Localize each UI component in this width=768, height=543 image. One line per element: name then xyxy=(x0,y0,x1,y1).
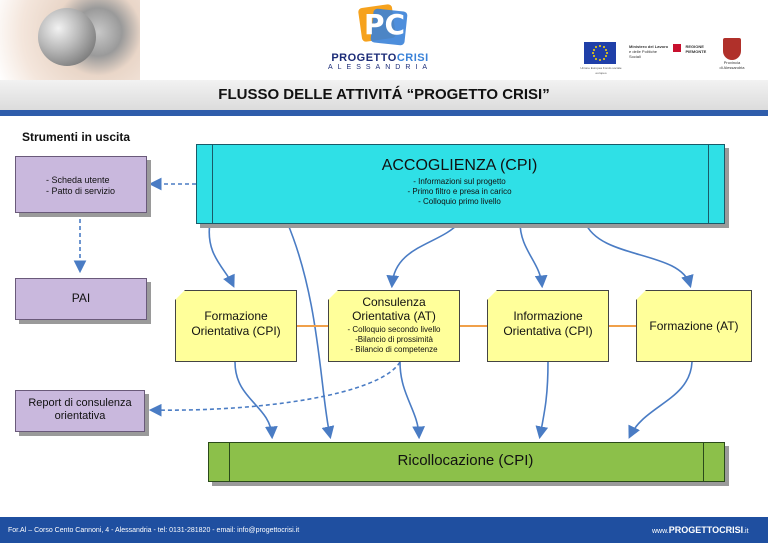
footer-url-prefix: www. xyxy=(652,528,669,535)
informazione-cpi-line-1: Informazione xyxy=(513,309,583,323)
arrow-acc-to-form-cpi xyxy=(208,221,235,288)
arrow-acc-to-form-at xyxy=(584,221,694,289)
ministero-line-2: e delle Politiche Sociali xyxy=(629,49,658,59)
provincia-line-2: di Alessandria xyxy=(719,65,745,70)
arrow-cons-to-ric xyxy=(399,361,426,440)
footer-bar xyxy=(0,517,768,543)
consulenza-line-2: -Bilancio di prossimità xyxy=(355,335,433,344)
logo-mark-icon: PC xyxy=(350,3,410,48)
formazione-cpi-box: Formazione Orientativa (CPI) xyxy=(175,290,297,362)
accoglienza-line-3: - Colloquio primo livello xyxy=(418,197,501,206)
accoglienza-line-1: - Informazioni sul progetto xyxy=(413,177,506,186)
ministero-line-1: Ministero del Lavoro xyxy=(629,44,669,49)
consulenza-line-1: - Colloquio secondo livello xyxy=(347,325,441,334)
formazione-cpi-line-2: Orientativa (CPI) xyxy=(191,324,281,338)
arrow-cons-to-report xyxy=(148,361,401,417)
consulenza-line-3: - Bilancio di competenze xyxy=(350,345,438,354)
formazione-at-box: Formazione (AT) xyxy=(636,290,752,362)
footer-url-main: PROGETTOCRISI xyxy=(668,525,744,535)
informazione-cpi-box: Informazione Orientativa (CPI) xyxy=(487,290,609,362)
eu-caption: Unione Europea Fondo sociale europeo xyxy=(580,66,622,75)
page-title: FLUSSO DELLE ATTIVITÁ “PROGETTO CRISI” xyxy=(218,86,550,103)
tools-label: Strumenti in uscita xyxy=(22,130,131,144)
provincia-crest-icon xyxy=(723,38,741,60)
arrow-form-at-to-ric xyxy=(628,361,693,439)
accoglienza-lines: - Informazioni sul progetto - Primo filt… xyxy=(196,177,723,207)
footer-website-link[interactable]: www.PROGETTOCRISI.it xyxy=(652,525,749,535)
consulenza-at-box: Consulenza Orientativa (AT) - Colloquio … xyxy=(328,290,460,362)
arrow-info-to-ric xyxy=(535,361,549,440)
formazione-cpi-line-1: Formazione xyxy=(204,309,268,323)
provincia-line-1: Provincia xyxy=(723,60,741,65)
logo-word-main: PROGETTO xyxy=(331,52,397,64)
ministero-logo: Ministero del Lavoro e delle Politiche S… xyxy=(629,44,669,68)
regione-shield-icon xyxy=(673,44,681,52)
regione-line-2: PIEMONTE xyxy=(685,49,707,54)
logo-word-accent: CRISI xyxy=(396,52,429,64)
progetto-crisi-logo: PC PROGETTOCRISI ALESSANDRIA xyxy=(325,3,435,78)
pai-label: PAI xyxy=(71,291,91,305)
arrow-acc-to-info xyxy=(519,221,548,289)
provincia-alessandria-logo: Provincia di Alessandria xyxy=(714,38,750,78)
regione-piemonte-logo: REGIONE PIEMONTE xyxy=(673,44,709,64)
consulenza-title-2: Orientativa (AT) xyxy=(352,309,436,323)
accoglienza-box xyxy=(196,144,725,224)
accoglienza-title: ACCOGLIENZA (CPI) xyxy=(381,157,538,174)
arrow-acc-to-ric xyxy=(286,221,335,440)
eu-flag-icon xyxy=(584,42,616,64)
report-line-2: orientativa xyxy=(54,410,106,422)
scheda-line-2: - Patto di servizio xyxy=(46,186,116,196)
footer-url-suffix: .it xyxy=(743,528,749,535)
pai-output-box: PAI xyxy=(15,278,147,320)
arrow-form-cpi-to-ric xyxy=(234,361,278,440)
report-output-box: Report di consulenza orientativa xyxy=(15,390,145,432)
ricollocazione-box xyxy=(208,442,725,482)
formazione-at-label: Formazione (AT) xyxy=(649,319,739,333)
consulenza-title-1: Consulenza xyxy=(362,295,426,309)
scheda-line-1: - Scheda utente xyxy=(46,175,110,185)
ricollocazione-title: Ricollocazione (CPI) xyxy=(397,452,534,469)
arrow-acc-to-cons xyxy=(386,221,461,289)
informazione-cpi-line-2: Orientativa (CPI) xyxy=(503,324,593,338)
footer-address: For.Al – Corso Cento Cannoni, 4 - Alessa… xyxy=(8,527,300,534)
globe-image xyxy=(38,8,96,66)
logo-subtitle: ALESSANDRIA xyxy=(327,64,433,71)
report-line-1: Report di consulenza xyxy=(28,397,132,409)
accoglienza-line-2: - Primo filtro e presa in carico xyxy=(407,187,512,196)
title-bar xyxy=(0,80,768,116)
scheda-output-box: - Scheda utente - Patto di servizio xyxy=(15,156,147,213)
regione-line-1: REGIONE xyxy=(685,44,704,49)
